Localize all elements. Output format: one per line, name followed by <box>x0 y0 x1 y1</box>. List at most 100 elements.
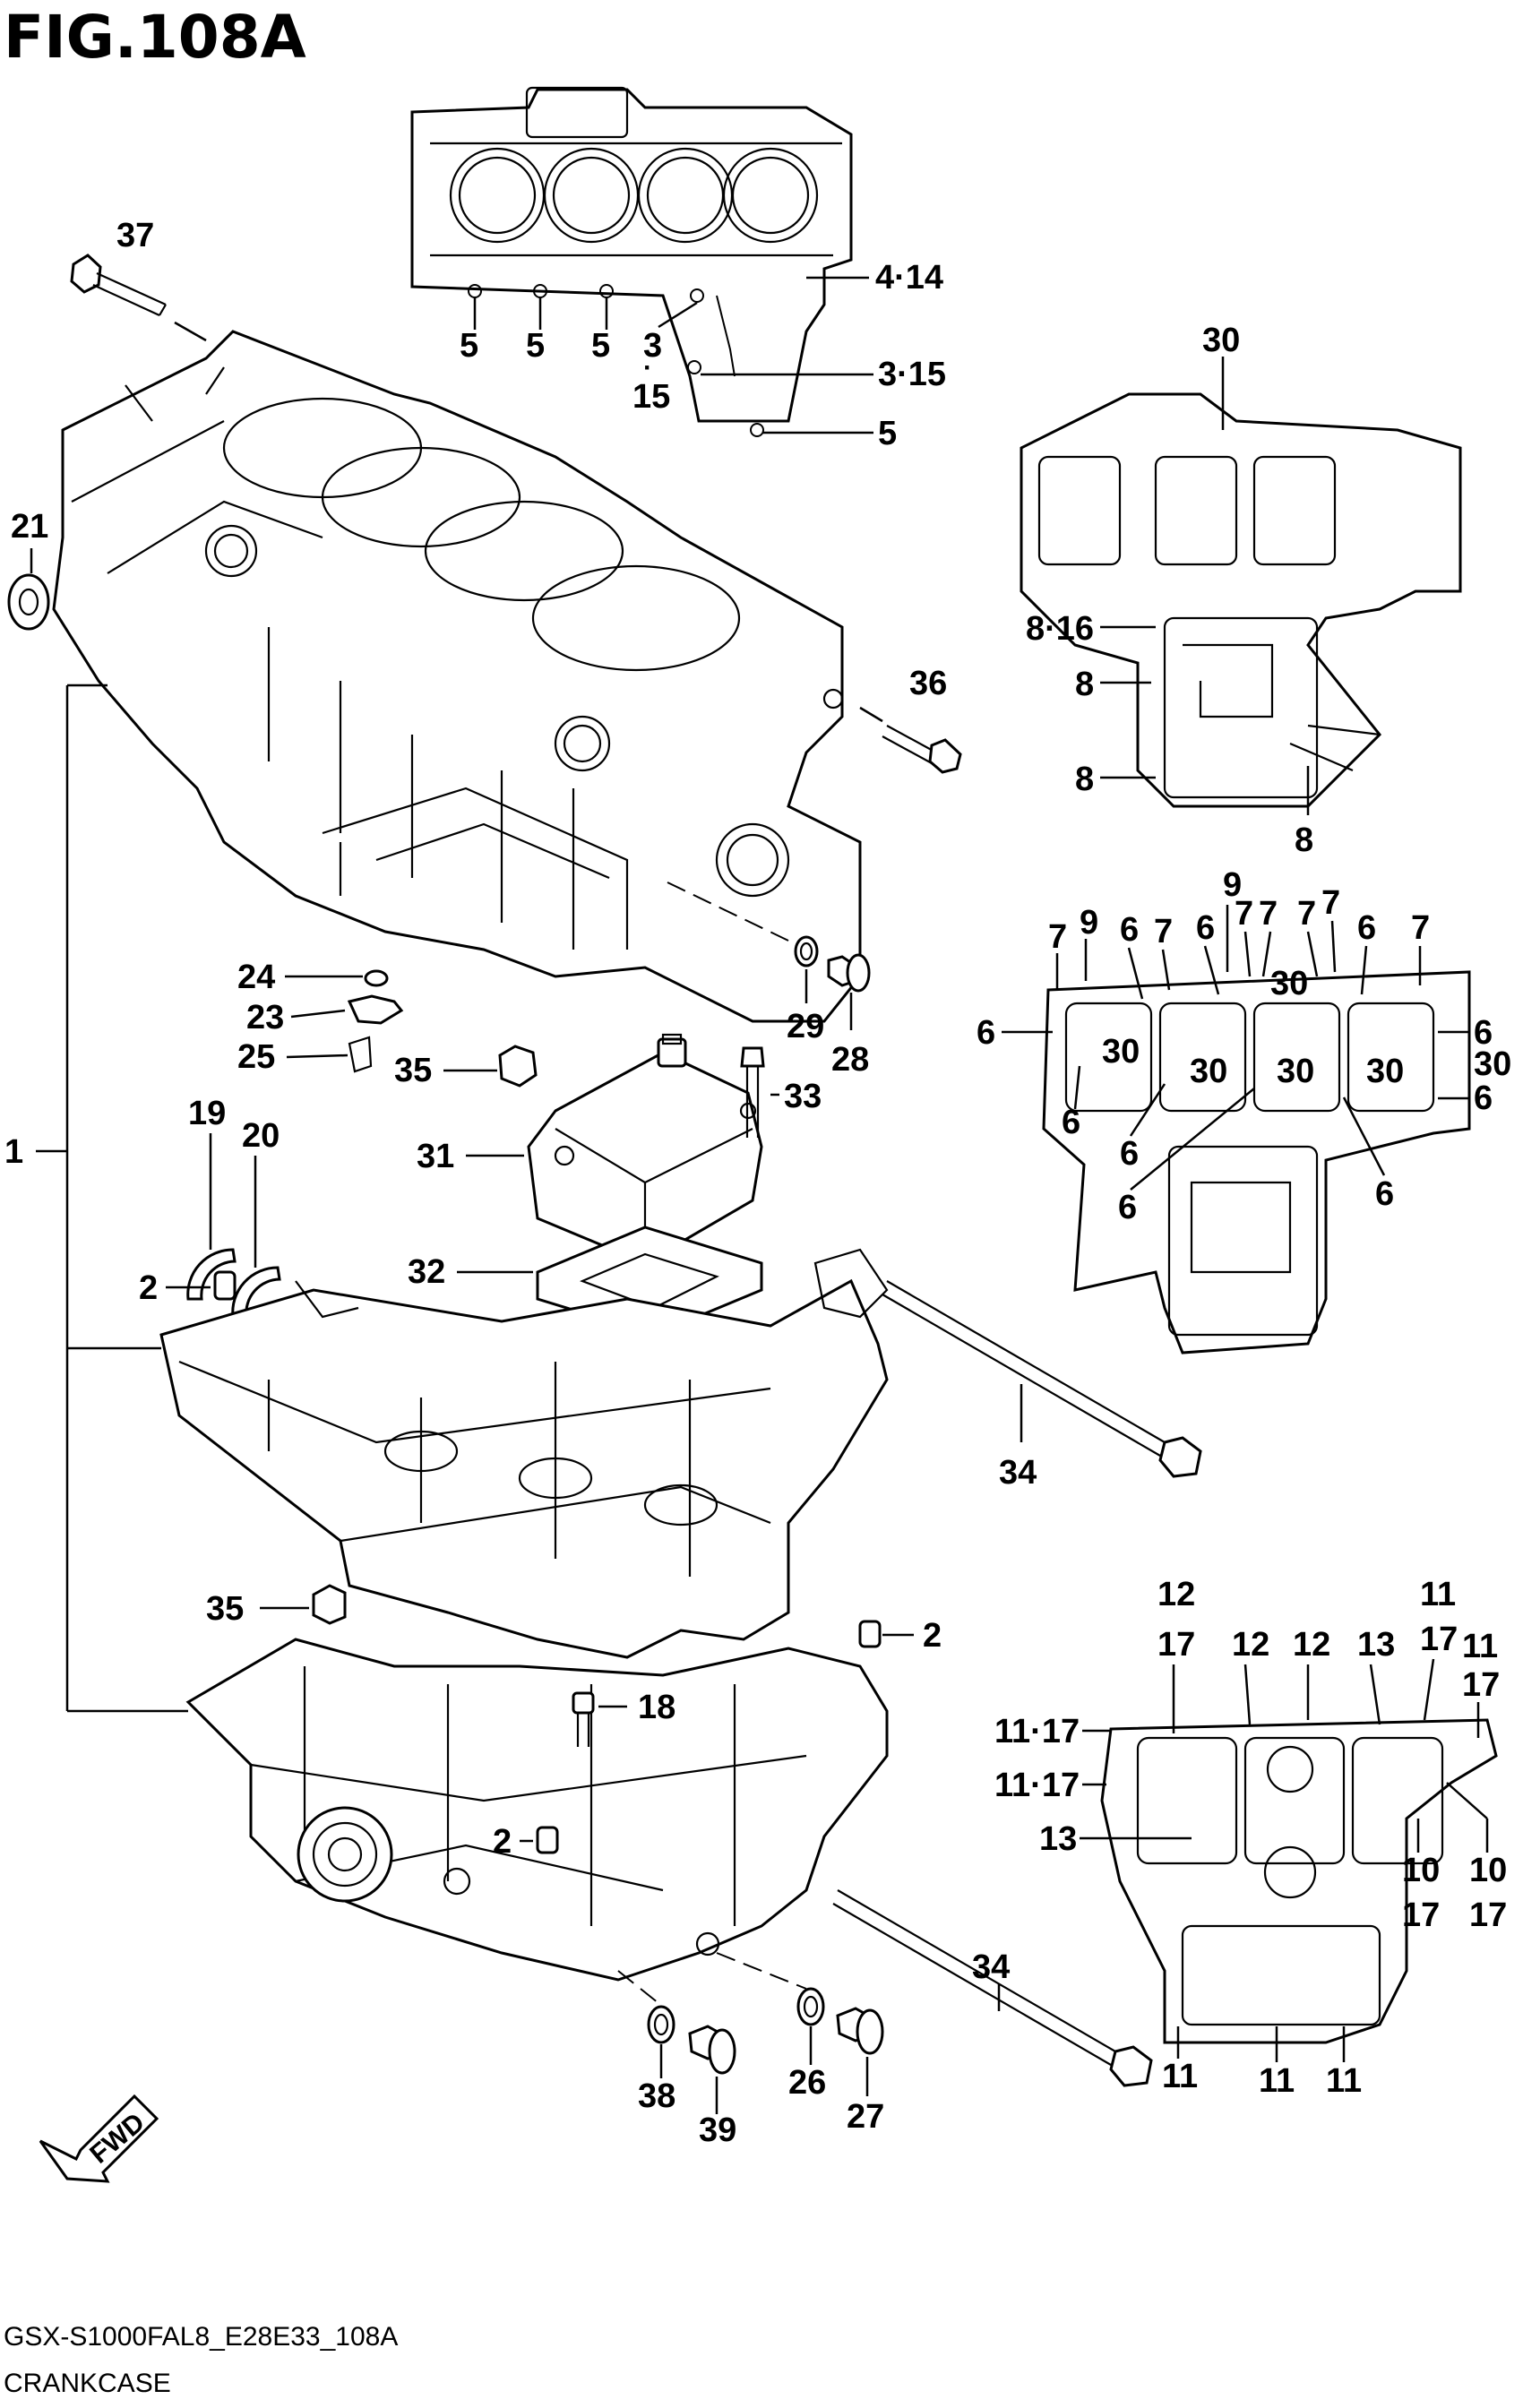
callout-8a: 8 <box>1075 666 1094 703</box>
callout-17d: 17 <box>1402 1896 1440 1934</box>
callout-11c: 11 <box>1162 2058 1198 2095</box>
callout-27: 27 <box>847 2098 884 2136</box>
sensor-18 <box>572 1691 595 1747</box>
callout-10b: 10 <box>1469 1852 1507 1889</box>
callout-6h: 6 <box>1120 1135 1139 1173</box>
figure-title: FIG.108A <box>4 3 306 72</box>
gasket-29-plug-28 <box>794 935 871 993</box>
callout-36: 36 <box>909 665 947 702</box>
nut-35a <box>498 1045 538 1088</box>
callout-26: 26 <box>788 2064 826 2102</box>
callout-20: 20 <box>242 1117 280 1155</box>
callout-7d: 7 <box>1259 895 1278 933</box>
callout-7b: 7 <box>1154 913 1173 950</box>
callout-11a: 11 <box>1420 1576 1456 1613</box>
callout-28: 28 <box>831 1041 869 1079</box>
callout-5b: 5 <box>526 327 545 365</box>
callout-30b: 30 <box>1190 1053 1227 1090</box>
callout-6i: 6 <box>1118 1189 1137 1226</box>
callout-34b: 34 <box>972 1948 1010 1986</box>
detail-view-top-right <box>1020 392 1462 808</box>
callout-13b: 13 <box>1039 1820 1077 1858</box>
callout-34a: 34 <box>999 1454 1037 1492</box>
caption: CRANKCASE <box>4 2369 171 2398</box>
callout-37: 37 <box>116 217 154 254</box>
callout-15a: 15 <box>632 378 670 416</box>
callout-6a: 6 <box>1120 911 1139 949</box>
bolt-33 <box>740 1046 765 1138</box>
callout-39: 39 <box>699 2111 736 2149</box>
callout-6g: 6 <box>1062 1104 1080 1141</box>
model-code: GSX-S1000FAL8_E28E33_108A <box>4 2322 398 2352</box>
callout-6f: 6 <box>1474 1079 1493 1117</box>
callout-11b: 11 <box>1462 1628 1498 1665</box>
callout-31: 31 <box>417 1138 454 1175</box>
callout-30top: 30 <box>1202 322 1240 359</box>
clamp-23-24-25 <box>347 969 404 1073</box>
callout-7a: 7 <box>1048 918 1067 956</box>
callout-29: 29 <box>787 1008 824 1045</box>
callout-18: 18 <box>638 1689 675 1726</box>
callout-8c: 8 <box>1295 821 1313 859</box>
dowel-2b <box>858 1620 882 1648</box>
callout-19: 19 <box>188 1095 226 1132</box>
dowel-2a <box>213 1270 237 1301</box>
lower-crankcase <box>185 1638 889 1982</box>
callout-12c: 12 <box>1293 1626 1330 1664</box>
nut-35b <box>312 1584 347 1625</box>
callout-2c: 2 <box>493 1823 512 1861</box>
fwd-arrow-icon <box>39 2094 159 2183</box>
callout-35b: 35 <box>206 1590 244 1628</box>
callout-25: 25 <box>237 1038 275 1076</box>
callout-7e2: 7 <box>1321 884 1340 922</box>
callout-23: 23 <box>246 999 284 1036</box>
callout-35a: 35 <box>394 1052 432 1089</box>
callout-2a: 2 <box>139 1269 158 1307</box>
callout-30d: 30 <box>1366 1053 1404 1090</box>
upper-crankcase <box>52 330 862 1023</box>
callout-6e: 6 <box>1474 1014 1493 1052</box>
callout-17e: 17 <box>1469 1896 1507 1934</box>
callout-17a: 17 <box>1157 1626 1195 1664</box>
callout-3-15: 3·15 <box>878 356 946 393</box>
callout-5a: 5 <box>460 327 478 365</box>
callout-9b-label: 9 <box>1080 904 1098 942</box>
callout-17c: 17 <box>1462 1666 1500 1704</box>
callout-7f: 7 <box>1411 909 1430 947</box>
callout-7e: 7 <box>1297 895 1316 933</box>
callout-6j: 6 <box>1375 1175 1394 1213</box>
callout-10a: 10 <box>1402 1852 1440 1889</box>
bolt-37 <box>70 254 167 316</box>
callout-11e: 11 <box>1326 2062 1362 2100</box>
detail-view-bottom-right <box>1100 1718 1498 2044</box>
callout-17b: 17 <box>1420 1621 1458 1658</box>
callout-1: 1 <box>4 1133 23 1171</box>
callout-6d: 6 <box>977 1014 995 1052</box>
callout-5c: 5 <box>591 327 610 365</box>
detail-view-middle-right <box>1042 970 1471 1354</box>
callout-2b: 2 <box>923 1617 942 1655</box>
callout-30a: 30 <box>1102 1033 1140 1071</box>
callout-32: 32 <box>408 1253 445 1291</box>
cover-31 <box>527 1033 763 1265</box>
callout-11d: 11 <box>1259 2062 1295 2100</box>
callout-13a: 13 <box>1357 1626 1395 1664</box>
dowel-2c <box>536 1826 559 1854</box>
stud-34a <box>882 1280 1202 1478</box>
callout-5d: 5 <box>878 415 897 452</box>
callout-12a: 12 <box>1157 1576 1195 1613</box>
upper-gasket-view <box>410 86 853 437</box>
callout-8-16: 8·16 <box>1026 610 1094 648</box>
callout-21: 21 <box>11 508 48 546</box>
callout-30e: 30 <box>1270 965 1308 1002</box>
callout-11-17b: 11·17 <box>994 1767 1080 1804</box>
callout-9: 9 <box>1223 866 1242 904</box>
gasket-38-plug-39 <box>647 2005 736 2075</box>
callout-12b: 12 <box>1232 1626 1269 1664</box>
callout-8b: 8 <box>1075 761 1094 798</box>
callout-11-17a: 11·17 <box>994 1713 1080 1750</box>
callout-4-14: 4·14 <box>875 259 943 297</box>
callout-24: 24 <box>237 959 275 996</box>
callout-3a: 3 <box>643 327 662 365</box>
